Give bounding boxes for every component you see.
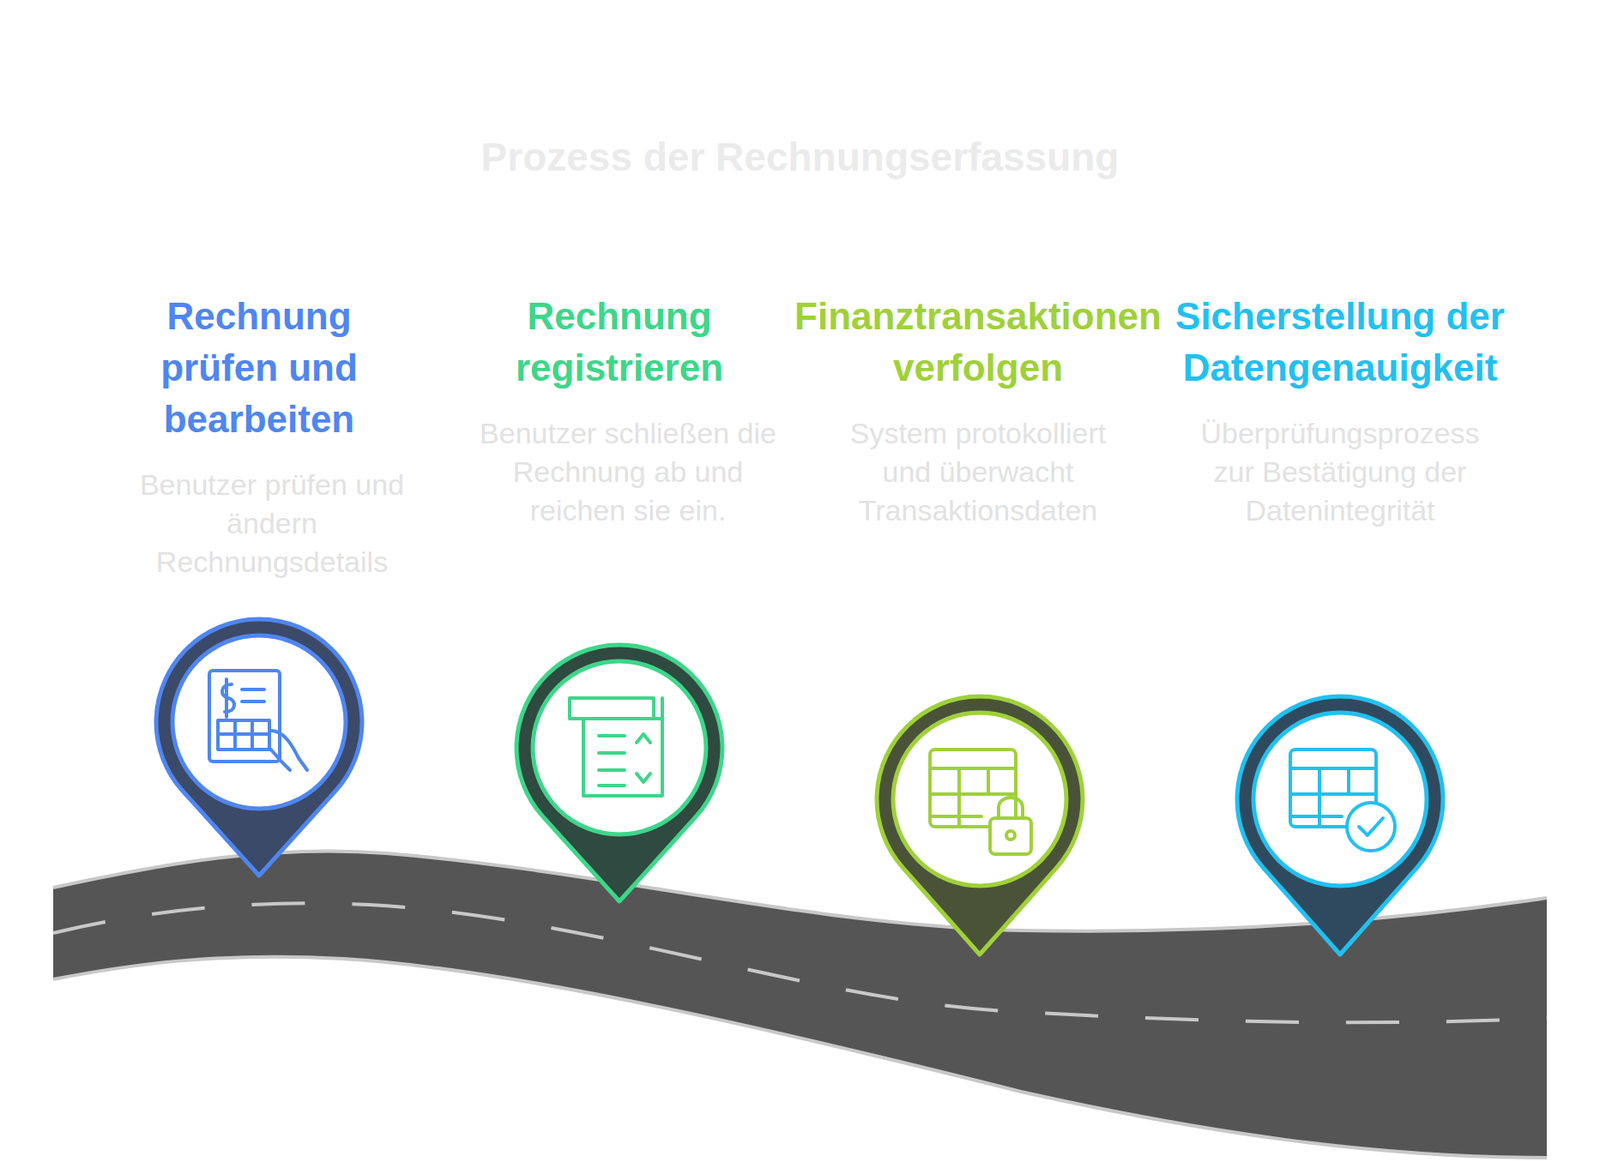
pin-shape — [156, 619, 363, 876]
step-description: Benutzer prüfen und ändern Rechnungsdeta… — [117, 465, 427, 582]
pin-face — [532, 661, 707, 835]
step-icon — [569, 698, 663, 797]
step-description: System protokolliert und überwacht Trans… — [823, 414, 1133, 531]
step-description: Benutzer schließen die Rechnung ab und r… — [473, 414, 783, 531]
pin-shape — [516, 645, 723, 902]
step-heading: Rechnung prüfen und bearbeiten — [117, 290, 401, 446]
step-icon — [209, 670, 308, 771]
process-step: Finanztransaktionen verfolgenSystem prot… — [780, 290, 1176, 531]
pin-face — [172, 635, 346, 810]
pin-shape — [1237, 696, 1444, 955]
pin-face — [893, 712, 1067, 887]
step-icon — [1290, 749, 1395, 852]
process-step: Sicherstellung der DatengenauigkeitÜberp… — [1171, 290, 1509, 531]
road-edge — [53, 957, 1547, 1159]
step-heading: Rechnung registrieren — [473, 290, 766, 394]
pin-face — [1253, 712, 1427, 887]
pin-shape — [876, 696, 1083, 955]
diagram-title: Prozess der Rechnungserfassung — [0, 133, 1600, 181]
process-step: Rechnung prüfen und bearbeitenBenutzer p… — [117, 290, 401, 582]
step-icon — [929, 749, 1032, 855]
step-heading: Finanztransaktionen verfolgen — [780, 290, 1176, 394]
step-heading: Sicherstellung der Datengenauigkeit — [1171, 290, 1509, 394]
process-step: Rechnung registrierenBenutzer schließen … — [473, 290, 766, 531]
step-description: Überprüfungsprozess zur Bestätigung der … — [1181, 414, 1499, 531]
